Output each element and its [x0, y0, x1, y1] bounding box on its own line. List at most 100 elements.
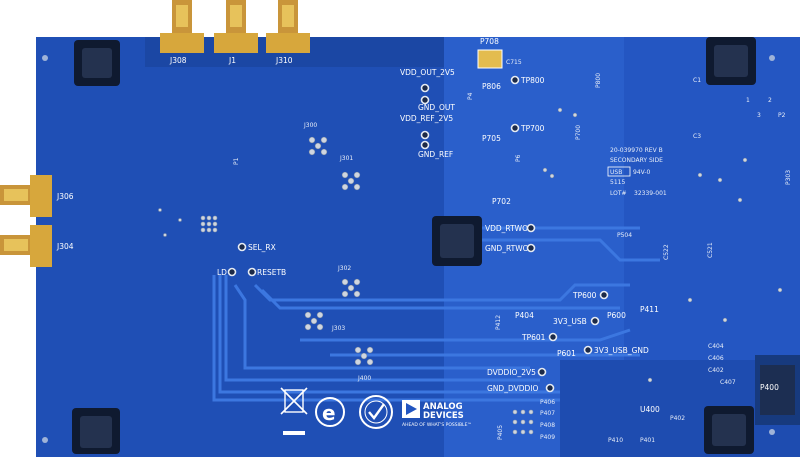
label-p401: P401 [640, 437, 655, 444]
label-p409: P409 [540, 434, 555, 441]
logo-brand-line1: ANALOG [423, 402, 463, 412]
test-point-gnd-dvddio [545, 383, 555, 393]
test-point-resetb [247, 267, 257, 277]
test-point-tp800 [510, 75, 520, 85]
label-lot-number: 32339-001 [634, 190, 667, 197]
label-p700: P700 [575, 125, 582, 140]
label-p2: P2 [778, 112, 786, 119]
label-j302: J302 [337, 265, 351, 272]
label-j400: J400 [357, 375, 371, 382]
label-tp601: TP601 [521, 333, 546, 342]
label-vdd-ref: VDD_REF_2V5 [400, 114, 453, 123]
test-point-gnd-out [420, 95, 430, 105]
scattered-vias [158, 107, 783, 383]
via-grid [200, 215, 218, 233]
jumper-j300 [308, 136, 328, 156]
label-p806: P806 [482, 82, 501, 91]
connector-j308: J308 [160, 0, 204, 65]
jumper-j301 [341, 171, 361, 191]
label-u400: U400 [640, 405, 660, 414]
label-3v3-usb-gnd: 3V3_USB_GND [594, 346, 649, 355]
mounting-hole [42, 437, 48, 443]
label-c407: C407 [720, 379, 736, 386]
logo-tagline: AHEAD OF WHAT'S POSSIBLE™ [402, 422, 472, 428]
label-p705: P705 [482, 134, 501, 143]
label-p800: P800 [595, 73, 602, 88]
label-p600: P600 [607, 311, 626, 320]
label-pin-1: 1 [746, 97, 750, 104]
rubber-foot-bottom-left [72, 408, 120, 454]
label-p6: P6 [515, 154, 522, 162]
label-p402: P402 [670, 415, 685, 422]
test-point-vdd-rtwo [526, 223, 536, 233]
label-revision: 20-039970 REV B [610, 147, 663, 154]
label-vdd-out: VDD_OUT_2V5 [400, 68, 455, 77]
label-p303: P303 [785, 170, 792, 185]
label-p601: P601 [557, 349, 576, 358]
label-j1: J1 [228, 56, 236, 65]
rubber-foot-center [432, 216, 482, 266]
weee-bin-icon [280, 387, 308, 435]
jumper-j400 [354, 346, 374, 366]
label-p400: P400 [760, 383, 779, 392]
mounting-hole [769, 55, 775, 61]
analog-devices-logo: ANALOG DEVICES AHEAD OF WHAT'S POSSIBLE™ [402, 400, 472, 428]
label-p408: P408 [540, 422, 555, 429]
label-gnd-out: GND_OUT [418, 103, 455, 112]
test-point-tp600 [599, 290, 609, 300]
label-sel-rx: SEL_RX [248, 243, 276, 252]
label-3v3-usb: 3V3_USB [553, 317, 587, 326]
label-j303: J303 [331, 325, 345, 332]
label-gnd-rtwo: GND_RTWO [485, 244, 529, 253]
connector-j1: J1 [214, 0, 258, 65]
mounting-hole [42, 55, 48, 61]
label-usb-box: USB [610, 169, 622, 176]
signal-traces [212, 226, 660, 402]
test-point-gnd-ref [420, 140, 430, 150]
test-point-dvddio [537, 367, 547, 377]
label-dvddio: DVDDIO_2V5 [487, 368, 536, 377]
label-c404: C404 [708, 343, 724, 350]
label-c3: C3 [693, 133, 701, 140]
label-p4: P4 [467, 92, 474, 100]
label-p406: P406 [540, 399, 555, 406]
jumper-j303 [304, 311, 324, 331]
test-point-ld [227, 267, 237, 277]
rohs-check-icon [359, 395, 393, 429]
label-c1: C1 [693, 77, 701, 84]
eco-compliance-icon: e [315, 397, 345, 427]
test-point-3v3-usb [590, 316, 600, 326]
test-point-vdd-out [420, 83, 430, 93]
label-date-code: 5115 [610, 179, 625, 186]
label-p404: P404 [515, 311, 534, 320]
test-point-vdd-ref [420, 130, 430, 140]
rubber-foot-bottom-right [704, 406, 754, 454]
label-j304: J304 [56, 242, 74, 251]
label-secondary-side: SECONDARY SIDE [610, 157, 663, 164]
right-edge-pad [760, 365, 795, 415]
label-p412: P412 [495, 315, 502, 330]
test-point-3v3-usb-gnd [583, 345, 593, 355]
header-pads-bottom [512, 409, 534, 435]
label-p1: P1 [233, 157, 240, 165]
label-p708: P708 [480, 37, 499, 46]
label-tp700: TP700 [520, 124, 545, 133]
label-j308: J308 [169, 56, 187, 65]
label-p411: P411 [640, 305, 659, 314]
label-c522: C522 [663, 244, 670, 260]
test-point-gnd-rtwo [526, 243, 536, 253]
label-j306: J306 [56, 192, 74, 201]
connector-j306: J306 [0, 175, 74, 217]
logo-brand-line2: DEVICES [423, 411, 464, 421]
label-p504: P504 [617, 232, 632, 239]
svg-text:e: e [322, 401, 336, 425]
label-j300: J300 [303, 122, 317, 129]
label-gnd-ref: GND_REF [418, 150, 453, 159]
label-p405: P405 [497, 425, 504, 440]
mounting-hole [769, 429, 775, 435]
label-c521: C521 [707, 242, 714, 258]
usb-box [607, 166, 631, 177]
test-point-tp601 [548, 332, 558, 342]
label-vdd-rtwo: VDD_RTWO [485, 224, 528, 233]
label-tp600: TP600 [572, 291, 597, 300]
